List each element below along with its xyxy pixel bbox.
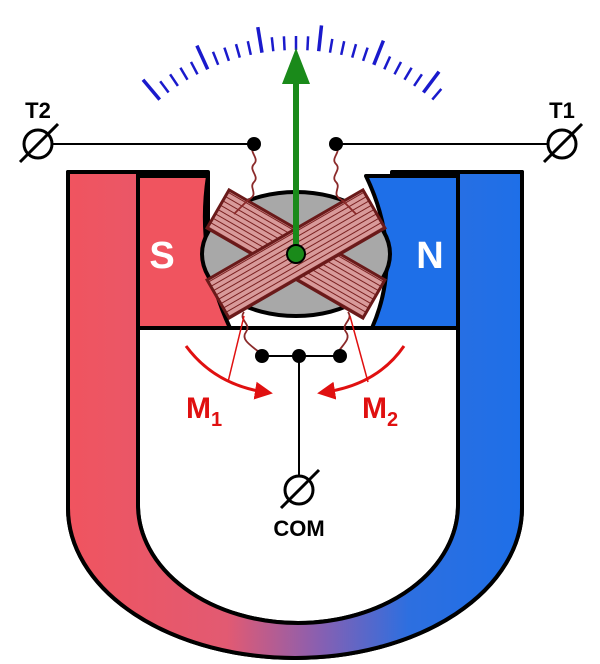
terminals [18, 122, 584, 510]
scale-major-tick [256, 26, 264, 53]
scale-minor-tick [189, 61, 199, 75]
node-m1 [255, 349, 269, 363]
scale-major-tick [195, 44, 210, 71]
scale-major-tick [372, 39, 386, 66]
terminal-com-label: COM [273, 516, 324, 541]
horseshoe-magnet [66, 170, 524, 660]
scale-minor-tick [223, 47, 231, 62]
m2-label: M2 [362, 392, 398, 431]
node-t2-coil [247, 137, 261, 151]
m1-label: M1 [186, 392, 222, 431]
moment-arrows [184, 345, 406, 400]
terminal-t1[interactable] [542, 122, 584, 164]
connection-nodes [247, 137, 347, 363]
scale-major-tick [316, 25, 324, 52]
scale-minor-tick [361, 47, 369, 62]
scale-minor-tick [270, 37, 275, 52]
north-pole-label: N [416, 235, 443, 277]
scale-minor-tick [403, 67, 413, 81]
pointer [282, 48, 310, 264]
scale-minor-tick [383, 55, 392, 70]
south-pole-label: S [149, 235, 174, 277]
scale-minor-tick [159, 80, 170, 94]
scale-minor-tick [393, 61, 403, 75]
node-com [292, 349, 306, 363]
terminal-t2[interactable] [18, 122, 60, 164]
node-m2 [333, 349, 347, 363]
terminal-t2-label: T2 [25, 98, 51, 123]
scale-minor-tick [350, 43, 358, 58]
scale-minor-tick [339, 40, 346, 56]
scale-minor-tick [413, 73, 423, 87]
scale-major-tick [141, 78, 162, 101]
scale-minor-tick [234, 43, 242, 58]
gauge-scale [141, 25, 443, 101]
scale-major-tick [421, 70, 441, 94]
scale-minor-tick [328, 38, 334, 53]
m2-arrow [317, 345, 406, 400]
scale-minor-tick [179, 67, 189, 81]
scale-minor-tick [306, 36, 310, 51]
scale-minor-tick [246, 40, 253, 56]
scale-minor-tick [282, 36, 286, 51]
scale-minor-tick [169, 73, 179, 87]
moment-leaders [227, 315, 369, 383]
node-t1-coil [329, 137, 343, 151]
m1-arrow [184, 345, 273, 400]
terminal-com[interactable] [279, 468, 321, 510]
terminal-t1-label: T1 [549, 98, 575, 123]
scale-minor-tick [211, 51, 220, 66]
pivot [286, 244, 306, 264]
scale-minor-tick [431, 88, 443, 101]
